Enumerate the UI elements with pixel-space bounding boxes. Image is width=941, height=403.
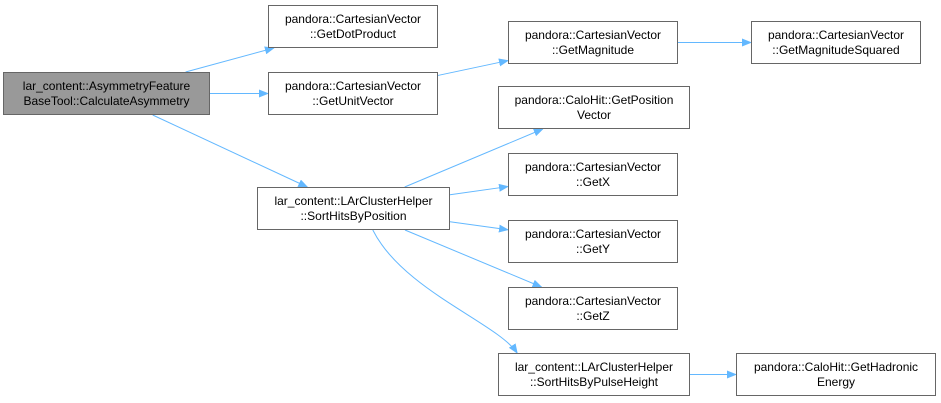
node-calculate-asymmetry: lar_content::AsymmetryFeature BaseTool::… — [3, 72, 210, 115]
node-label-line1: pandora::CaloHit::GetHadronic — [753, 359, 919, 374]
node-label-line1: pandora::CartesianVector — [524, 226, 662, 241]
edge-calculate-asymmetry-to-get-dot-product — [185, 46, 275, 73]
node-label-line2: ::SortHitsByPosition — [300, 208, 407, 223]
node-label-line1: pandora::CaloHit::GetPosition — [514, 92, 674, 107]
node-label-line1: pandora::CartesianVector — [284, 78, 422, 93]
node-label-line1: pandora::CartesianVector — [524, 293, 662, 308]
node-label-line1: pandora::CartesianVector — [767, 27, 905, 42]
node-get-z[interactable]: pandora::CartesianVector ::GetZ — [508, 287, 678, 330]
node-label-line2: Energy — [816, 374, 856, 389]
edge-sort-hits-by-position-to-get-z — [404, 229, 543, 288]
node-get-magnitude[interactable]: pandora::CartesianVector ::GetMagnitude — [508, 21, 678, 64]
edge-calculate-asymmetry-to-sort-hits-by-position — [152, 114, 309, 188]
node-sort-hits-by-position[interactable]: lar_content::LArClusterHelper ::SortHits… — [257, 187, 450, 230]
node-get-magnitude-squared[interactable]: pandora::CartesianVector ::GetMagnitudeS… — [751, 21, 921, 64]
node-label-line1: pandora::CartesianVector — [524, 27, 662, 42]
edge-get-unit-vector-to-get-magnitude — [437, 58, 509, 76]
node-label-line2: ::GetY — [575, 241, 610, 256]
node-label-line1: lar_content::LArClusterHelper — [514, 359, 674, 374]
edge-sort-hits-by-position-to-sort-hits-by-pulse-height — [372, 229, 518, 354]
node-get-unit-vector[interactable]: pandora::CartesianVector ::GetUnitVector — [268, 72, 438, 115]
node-get-x[interactable]: pandora::CartesianVector ::GetX — [508, 153, 678, 196]
node-label-line2: ::GetUnitVector — [312, 93, 394, 108]
edge-sort-hits-by-position-to-get-x — [449, 183, 509, 196]
node-sort-hits-by-pulse-height[interactable]: lar_content::LArClusterHelper ::SortHits… — [498, 353, 690, 396]
node-label-line2: ::SortHitsByPulseHeight — [529, 374, 659, 389]
edge-sort-hits-by-position-to-get-y — [449, 221, 509, 233]
node-label-line2: ::GetMagnitude — [551, 42, 635, 57]
node-label-line2: ::GetDotProduct — [309, 26, 397, 41]
node-label-line2: BaseTool::CalculateAsymmetry — [23, 93, 190, 108]
node-get-y[interactable]: pandora::CartesianVector ::GetY — [508, 220, 678, 263]
node-get-position-vector[interactable]: pandora::CaloHit::GetPosition Vector — [498, 86, 690, 129]
edge-sort-hits-by-position-to-get-position-vector — [404, 128, 544, 188]
node-label-line1: pandora::CartesianVector — [284, 11, 422, 26]
node-label-line1: pandora::CartesianVector — [524, 159, 662, 174]
node-label-line1: lar_content::LArClusterHelper — [274, 193, 433, 208]
node-label-line2: ::GetX — [575, 174, 610, 189]
node-get-dot-product[interactable]: pandora::CartesianVector ::GetDotProduct — [268, 5, 438, 48]
node-get-hadronic-energy[interactable]: pandora::CaloHit::GetHadronic Energy — [736, 353, 936, 396]
node-label-line2: ::GetMagnitudeSquared — [772, 42, 900, 57]
node-label-line2: ::GetZ — [576, 308, 610, 323]
node-label-line1: lar_content::AsymmetryFeature — [22, 78, 191, 93]
node-label-line2: Vector — [576, 107, 612, 122]
